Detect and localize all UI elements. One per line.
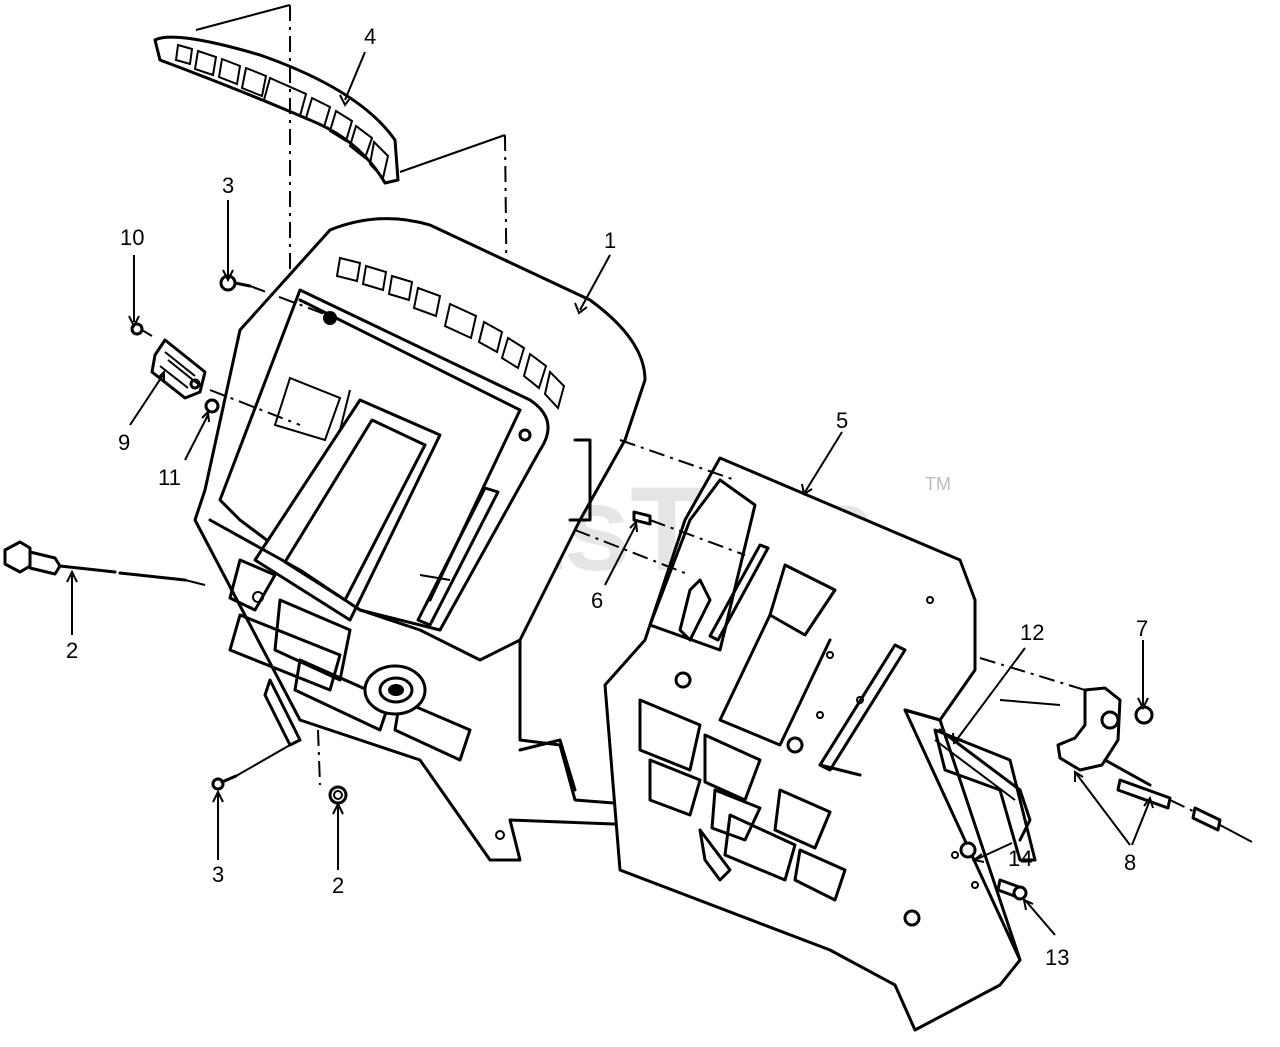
callout-9: 9 [118, 430, 130, 455]
switch [150, 338, 207, 400]
choke-cable [3, 540, 206, 586]
nut-bottom [328, 785, 348, 805]
callout-6: 6 [591, 588, 603, 613]
nut-7 [1134, 705, 1154, 725]
callout-10: 10 [120, 225, 144, 250]
callout-14: 14 [1008, 846, 1032, 871]
callout-3-top: 3 [222, 173, 234, 198]
callout-1: 1 [604, 228, 616, 253]
watermark-trademark: TM [925, 474, 951, 494]
bolt-6 [632, 510, 652, 526]
callout-13: 13 [1045, 945, 1069, 970]
screw-bottom [211, 774, 238, 791]
dash-support-bracket [603, 456, 1037, 1032]
nut-14 [959, 841, 977, 859]
callout-8: 8 [1124, 850, 1136, 875]
callout-numbers: 4 1 3 10 9 11 2 3 2 5 6 12 7 8 14 13 [66, 24, 1148, 970]
grille-insert [153, 35, 400, 185]
callout-5: 5 [836, 408, 848, 433]
screw-top [219, 274, 252, 292]
callout-7: 7 [1136, 616, 1148, 641]
callout-2-bottom: 2 [332, 873, 344, 898]
bolt-13 [996, 878, 1028, 901]
throttle-bracket [1056, 686, 1253, 843]
callout-11: 11 [158, 465, 181, 490]
callout-3-bottom: 3 [212, 862, 224, 887]
support-rod [934, 728, 1032, 842]
callout-4: 4 [364, 24, 376, 49]
washer [204, 398, 220, 414]
callout-2-left: 2 [66, 638, 78, 663]
leader-lines [66, 51, 1154, 936]
callout-12: 12 [1020, 620, 1044, 645]
dash-panel [193, 217, 647, 862]
